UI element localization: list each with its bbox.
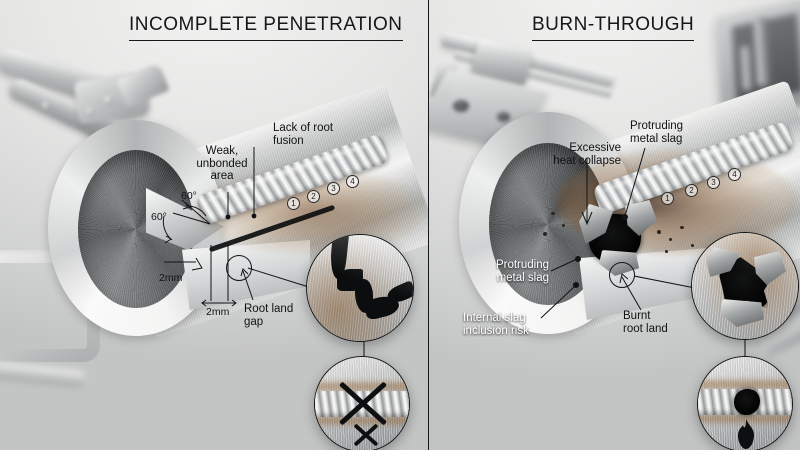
detail-inset-reject-weld — [314, 356, 410, 450]
dim-root-gap-width: 2mm — [206, 306, 230, 318]
detail-inset-hole-weld-flame — [697, 356, 793, 450]
label-lack-of-root-fusion: Lack of root fusion — [273, 122, 334, 147]
callout-ring-root-right — [609, 262, 635, 288]
detail-inset-unfused-crack — [306, 234, 414, 342]
panel-incomplete-penetration: 1 2 3 4 — [0, 0, 428, 450]
weld-pass-1-left: 1 — [287, 197, 300, 210]
panel-title-burn-through: BURN-THROUGH — [532, 14, 695, 41]
label-burnt-root-land: Burnt root land — [623, 310, 668, 335]
weld-hole-marker — [734, 389, 760, 415]
weld-pass-3-right: 3 — [707, 176, 720, 189]
label-internal-slag-inclusion-risk: Internal slag inclusion risk — [463, 312, 529, 337]
dim-bevel-angle-upper: 60° — [181, 190, 197, 202]
weld-pass-1-right: 1 — [661, 192, 674, 205]
panel-burn-through: 1 2 3 4 Excessive heat colla — [429, 0, 800, 450]
label-excessive-heat-collapse: Excessive heat collapse — [553, 142, 621, 167]
dim-root-face-thickness: 2mm — [159, 272, 183, 284]
weld-pass-2-left: 2 — [307, 190, 320, 203]
weld-pass-4-right: 4 — [728, 168, 741, 181]
label-protruding-metal-slag-left: Protruding metal slag — [495, 259, 549, 284]
label-root-land-gap: Root land gap — [244, 303, 294, 328]
panel-divider — [428, 0, 429, 450]
weld-pass-2-right: 2 — [685, 184, 698, 197]
label-weak-unbonded-area: Weak, unbonded area — [196, 145, 248, 183]
weld-pass-3-left: 3 — [327, 182, 340, 195]
label-protruding-metal-slag-top: Protruding metal slag — [630, 120, 684, 145]
detail-inset-burn-hole — [691, 232, 799, 340]
flame-icon — [738, 419, 754, 449]
callout-ring-root-left — [226, 255, 252, 281]
dim-bevel-angle-lower: 60° — [151, 211, 167, 223]
annotation-lines-left — [162, 147, 365, 356]
panel-title-incomplete-penetration: INCOMPLETE PENETRATION — [129, 14, 403, 41]
weld-pass-4-left: 4 — [346, 175, 359, 188]
